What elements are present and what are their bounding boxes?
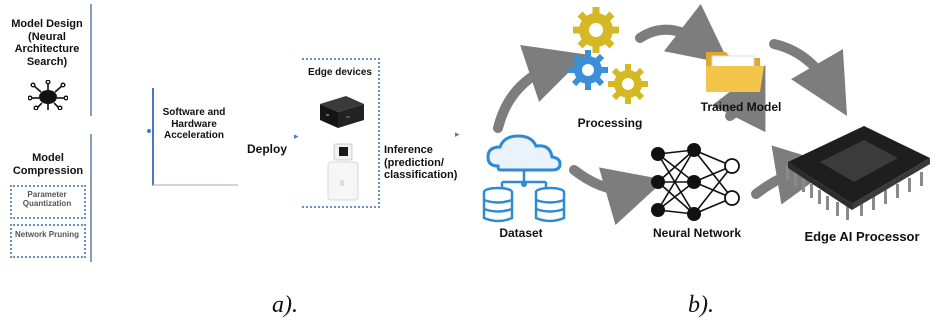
model-design-label: Model Design (Neural Architecture Search… xyxy=(11,18,83,68)
cloud-database-icon xyxy=(482,134,566,223)
parameter-quantization-label: Parameter Quantization xyxy=(22,190,72,209)
acceleration-box xyxy=(152,88,238,186)
trained-model-label: Trained Model xyxy=(700,100,782,114)
edge-devices-box xyxy=(302,58,380,208)
flow-arrow-2: ▸ xyxy=(455,129,460,139)
network-pruning-label: Network Pruning xyxy=(14,230,79,239)
neural-network-icon xyxy=(651,143,740,221)
network-pruning-box xyxy=(10,224,86,258)
acceleration-label: Software and Hardware Acceleration xyxy=(162,107,226,141)
folder-icon xyxy=(706,52,764,92)
edge-device-camera-icon xyxy=(327,143,359,201)
edge-ai-processor-label: Edge AI Processor xyxy=(804,229,920,244)
model-compression-box xyxy=(90,134,92,262)
edge-devices-label: Edge devices xyxy=(308,67,372,78)
network-icon xyxy=(28,80,68,110)
inference-label: Inference (prediction/ classification) xyxy=(384,144,458,182)
processing-label: Processing xyxy=(577,116,643,130)
edge-device-box-icon xyxy=(320,96,364,128)
parameter-quantization-box xyxy=(10,185,86,219)
neural-network-label: Neural Network xyxy=(652,226,742,240)
chip-icon xyxy=(786,126,930,220)
dataset-label: Dataset xyxy=(499,226,543,240)
gears-icon xyxy=(568,7,648,104)
caption-b: b). xyxy=(688,292,714,318)
model-compression-label: Model Compression xyxy=(12,152,84,177)
caption-a: a). xyxy=(272,292,298,318)
deploy-label: Deploy xyxy=(246,142,287,156)
flow-arrow-1: ▸ xyxy=(294,131,299,141)
model-design-box xyxy=(90,4,92,116)
flow-dot-1 xyxy=(147,129,151,133)
